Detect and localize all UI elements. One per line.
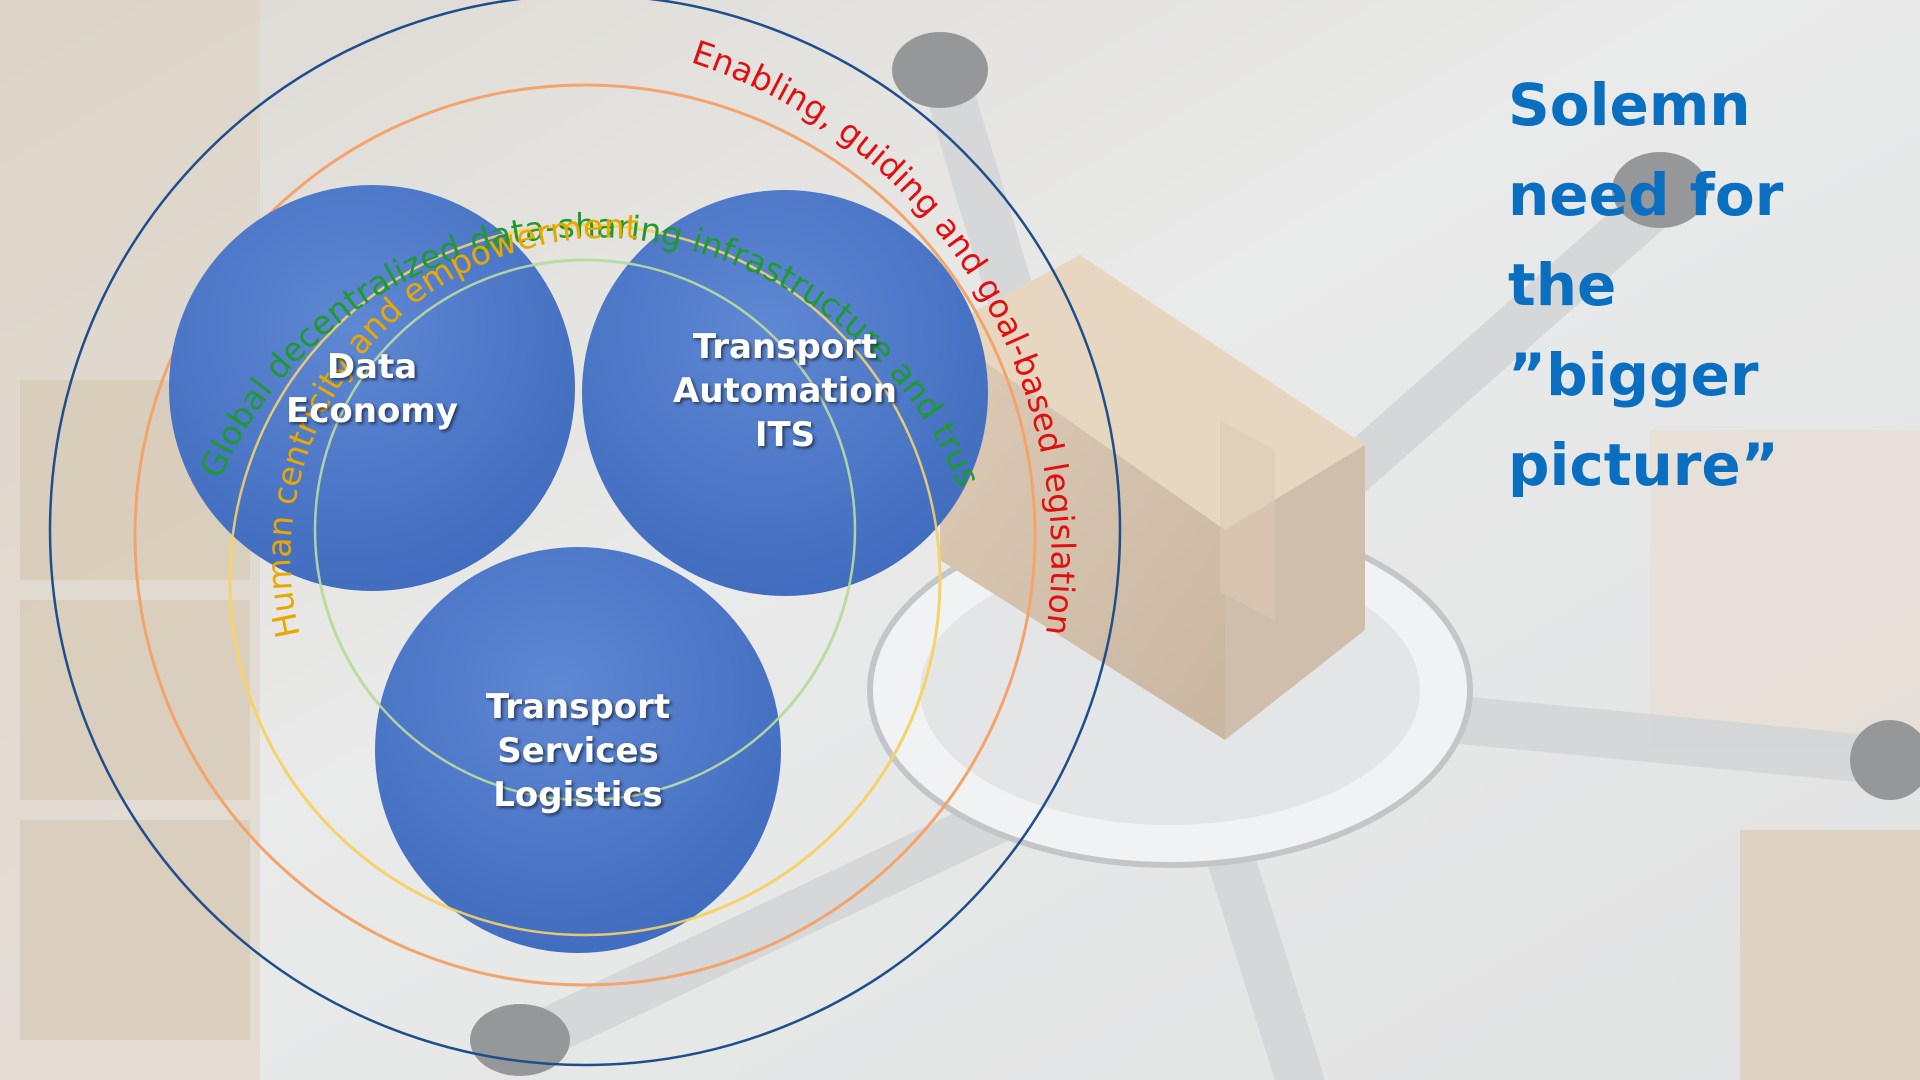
side-title-line: picture” (1508, 431, 1779, 499)
bubble-data-economy (169, 185, 575, 591)
side-title-line: ”bigger (1508, 341, 1759, 409)
bubble-transport-automation (582, 190, 988, 596)
side-title-line: need for (1508, 161, 1784, 229)
transport-automation-label: Transport Automation ITS (673, 327, 897, 455)
legislation-ring (133, 83, 1037, 987)
side-title: Solemn need for the ”bigger picture” (1508, 60, 1908, 510)
side-title-line: the (1508, 251, 1617, 319)
data-economy-label: Data Economy (286, 347, 458, 431)
side-title-line: Solemn (1508, 71, 1751, 139)
outer-ring (48, 0, 1122, 1067)
transport-services-label: Transport Services Logistics (485, 687, 671, 815)
bubble-transport-services (375, 547, 781, 953)
